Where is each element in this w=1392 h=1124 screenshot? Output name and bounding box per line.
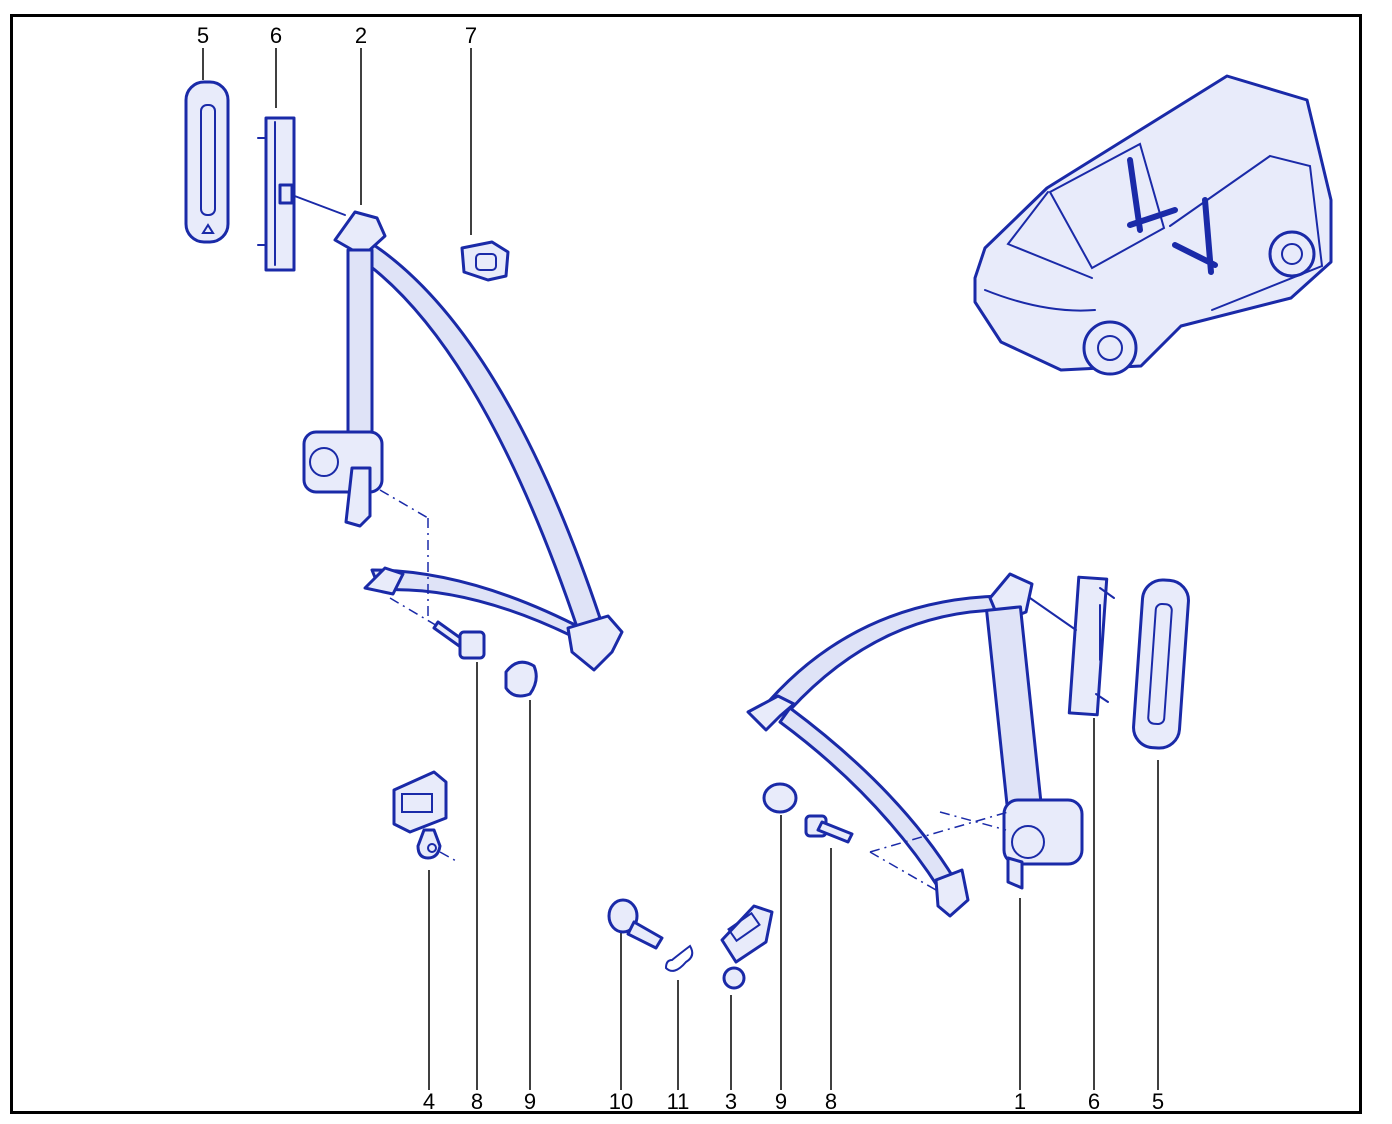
spacer-washer [664, 944, 694, 972]
callout-9-bottom-right: 9 [774, 1089, 788, 1114]
trim-cover-right [1132, 578, 1190, 750]
callout-5-bottom: 5 [1151, 1089, 1165, 1114]
trim-cover-left [184, 80, 230, 244]
van-illustration [973, 74, 1333, 376]
bolt-right [804, 814, 854, 844]
callout-3-bottom: 3 [724, 1089, 738, 1114]
callout-6-bottom: 6 [1087, 1089, 1101, 1114]
callout-4-bottom: 4 [422, 1089, 436, 1114]
callout-7-top: 7 [464, 23, 478, 48]
plug-left [504, 660, 538, 698]
callout-9-bottom-left: 9 [523, 1089, 537, 1114]
plug-right [762, 782, 798, 814]
callout-leaders [202, 48, 1159, 1090]
buckle-center [720, 904, 774, 990]
callout-11-bottom: 11 [666, 1089, 690, 1114]
buckle-left [392, 770, 459, 863]
callout-5-top: 5 [196, 23, 210, 48]
anchor-bolt [607, 898, 664, 950]
callout-6-top: 6 [269, 23, 283, 48]
front-belt-left [302, 210, 624, 672]
height-adjuster-rail-left [257, 116, 346, 272]
callout-2-top: 2 [354, 23, 368, 48]
front-belt-right [746, 572, 1084, 918]
callout-10-bottom: 10 [608, 1089, 634, 1114]
callout-1-bottom: 1 [1013, 1089, 1027, 1114]
callout-8-bottom-right: 8 [824, 1089, 838, 1114]
height-adjuster-rail-right [1029, 575, 1115, 717]
callout-8-bottom-left: 8 [470, 1089, 484, 1114]
plastic-cap [460, 240, 510, 282]
bolt-left [432, 620, 486, 660]
